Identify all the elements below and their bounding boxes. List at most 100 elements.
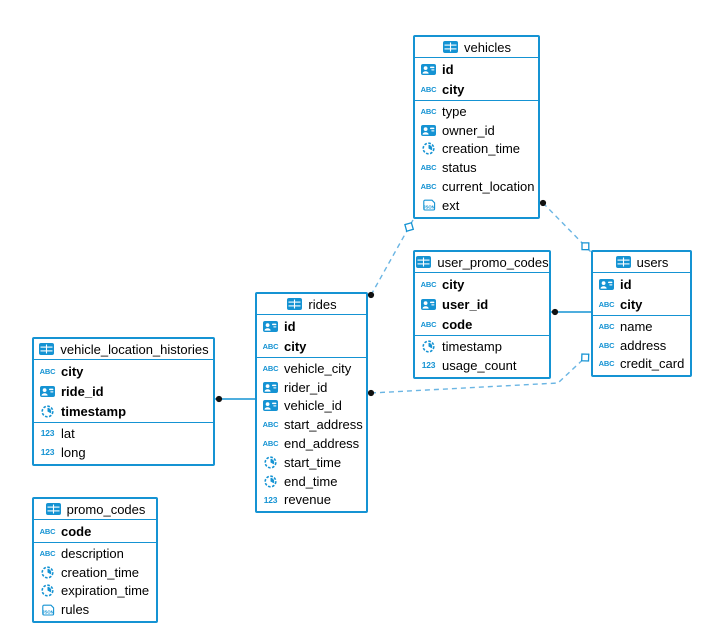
text-abc-icon: ABC [420,280,437,289]
field-row-vehicle_id[interactable]: vehicle_id [257,397,366,416]
text-abc-icon: ABC [598,359,615,369]
table-icon [442,41,459,53]
field-row-owner_id[interactable]: owner_id [415,121,538,140]
field-row-ext[interactable]: JSON ext [415,196,538,215]
field-row-id[interactable]: id [593,274,690,294]
id-card-icon [599,278,614,290]
field-row-timestamp[interactable]: timestamp [34,401,213,421]
json-icon: JSON [422,200,435,211]
text-abc-icon: ABC [420,319,437,329]
field-row-timestamp[interactable]: timestamp [415,337,549,356]
table-header[interactable]: user_promo_codes [415,252,549,273]
text-abc-icon: ABC [598,322,615,331]
field-row-city[interactable]: ABC city [593,294,690,314]
field-name: vehicle_id [284,398,342,414]
relationship-rides-users[interactable] [367,351,592,397]
cardinality-dot [367,389,375,397]
text-abc-icon: ABC [39,548,56,558]
text-abc-icon: ABC [420,320,437,329]
relationship-vehicles-users[interactable] [539,199,592,253]
field-row-id[interactable]: id [257,316,366,336]
table-header[interactable]: users [593,252,690,273]
field-row-creation_time[interactable]: creation_time [34,563,156,582]
field-name: city [620,296,643,312]
table-header[interactable]: vehicle_location_histories [34,339,213,360]
field-row-vehicle_city[interactable]: ABC vehicle_city [257,359,366,378]
cardinality-dot [215,395,223,403]
field-name: description [61,545,124,561]
relationship-line[interactable] [370,351,592,394]
field-row-rider_id[interactable]: rider_id [257,378,366,397]
field-name: expiration_time [61,583,150,599]
field-row-credit_card[interactable]: ABC credit_card [593,355,690,374]
field-name: vehicle_city [284,360,352,376]
table-icon [38,343,55,355]
field-name: ext [442,197,460,213]
number-123-icon: 123 [39,428,56,438]
id-card-icon [263,381,278,393]
field-name: long [61,444,86,460]
text-abc-icon: ABC [420,163,437,172]
field-row-description[interactable]: ABC description [34,544,156,563]
table-header[interactable]: rides [257,294,366,315]
field-row-id[interactable]: id [415,59,538,79]
field-row-user_id[interactable]: user_id [415,294,549,314]
field-name: rider_id [284,379,328,395]
table-header[interactable]: promo_codes [34,499,156,520]
text-abc-icon: ABC [420,279,437,289]
id-card-icon [40,385,55,397]
field-row-ride_id[interactable]: ride_id [34,381,213,401]
table-icon [415,256,432,268]
clock-icon [264,456,277,469]
field-name: start_address [284,417,363,433]
field-row-long[interactable]: 123 long [34,443,213,462]
text-abc-icon: ABC [598,299,615,309]
table-icon [615,256,632,268]
relationship-rides-vehicles[interactable] [367,219,415,299]
field-row-creation_time[interactable]: creation_time [415,140,538,159]
clock-icon [262,456,279,469]
id-card-icon [420,124,437,136]
field-name: ride_id [61,383,104,399]
number-123-icon: 123 [421,360,436,371]
field-name: owner_id [442,122,495,138]
field-name: city [284,338,307,354]
relationship-vehicle_location_histories-rides[interactable] [215,395,255,403]
field-row-expiration_time[interactable]: expiration_time [34,582,156,601]
number-123-icon: 123 [40,447,55,458]
field-name: current_location [442,179,535,195]
relationship-user_promo_codes-users[interactable] [551,308,591,316]
field-row-start_time[interactable]: start_time [257,453,366,472]
table-header[interactable]: vehicles [415,37,538,58]
text-abc-icon: ABC [262,364,279,373]
field-row-end_time[interactable]: end_time [257,472,366,491]
field-name: credit_card [620,356,685,372]
text-abc-icon: ABC [598,359,615,368]
